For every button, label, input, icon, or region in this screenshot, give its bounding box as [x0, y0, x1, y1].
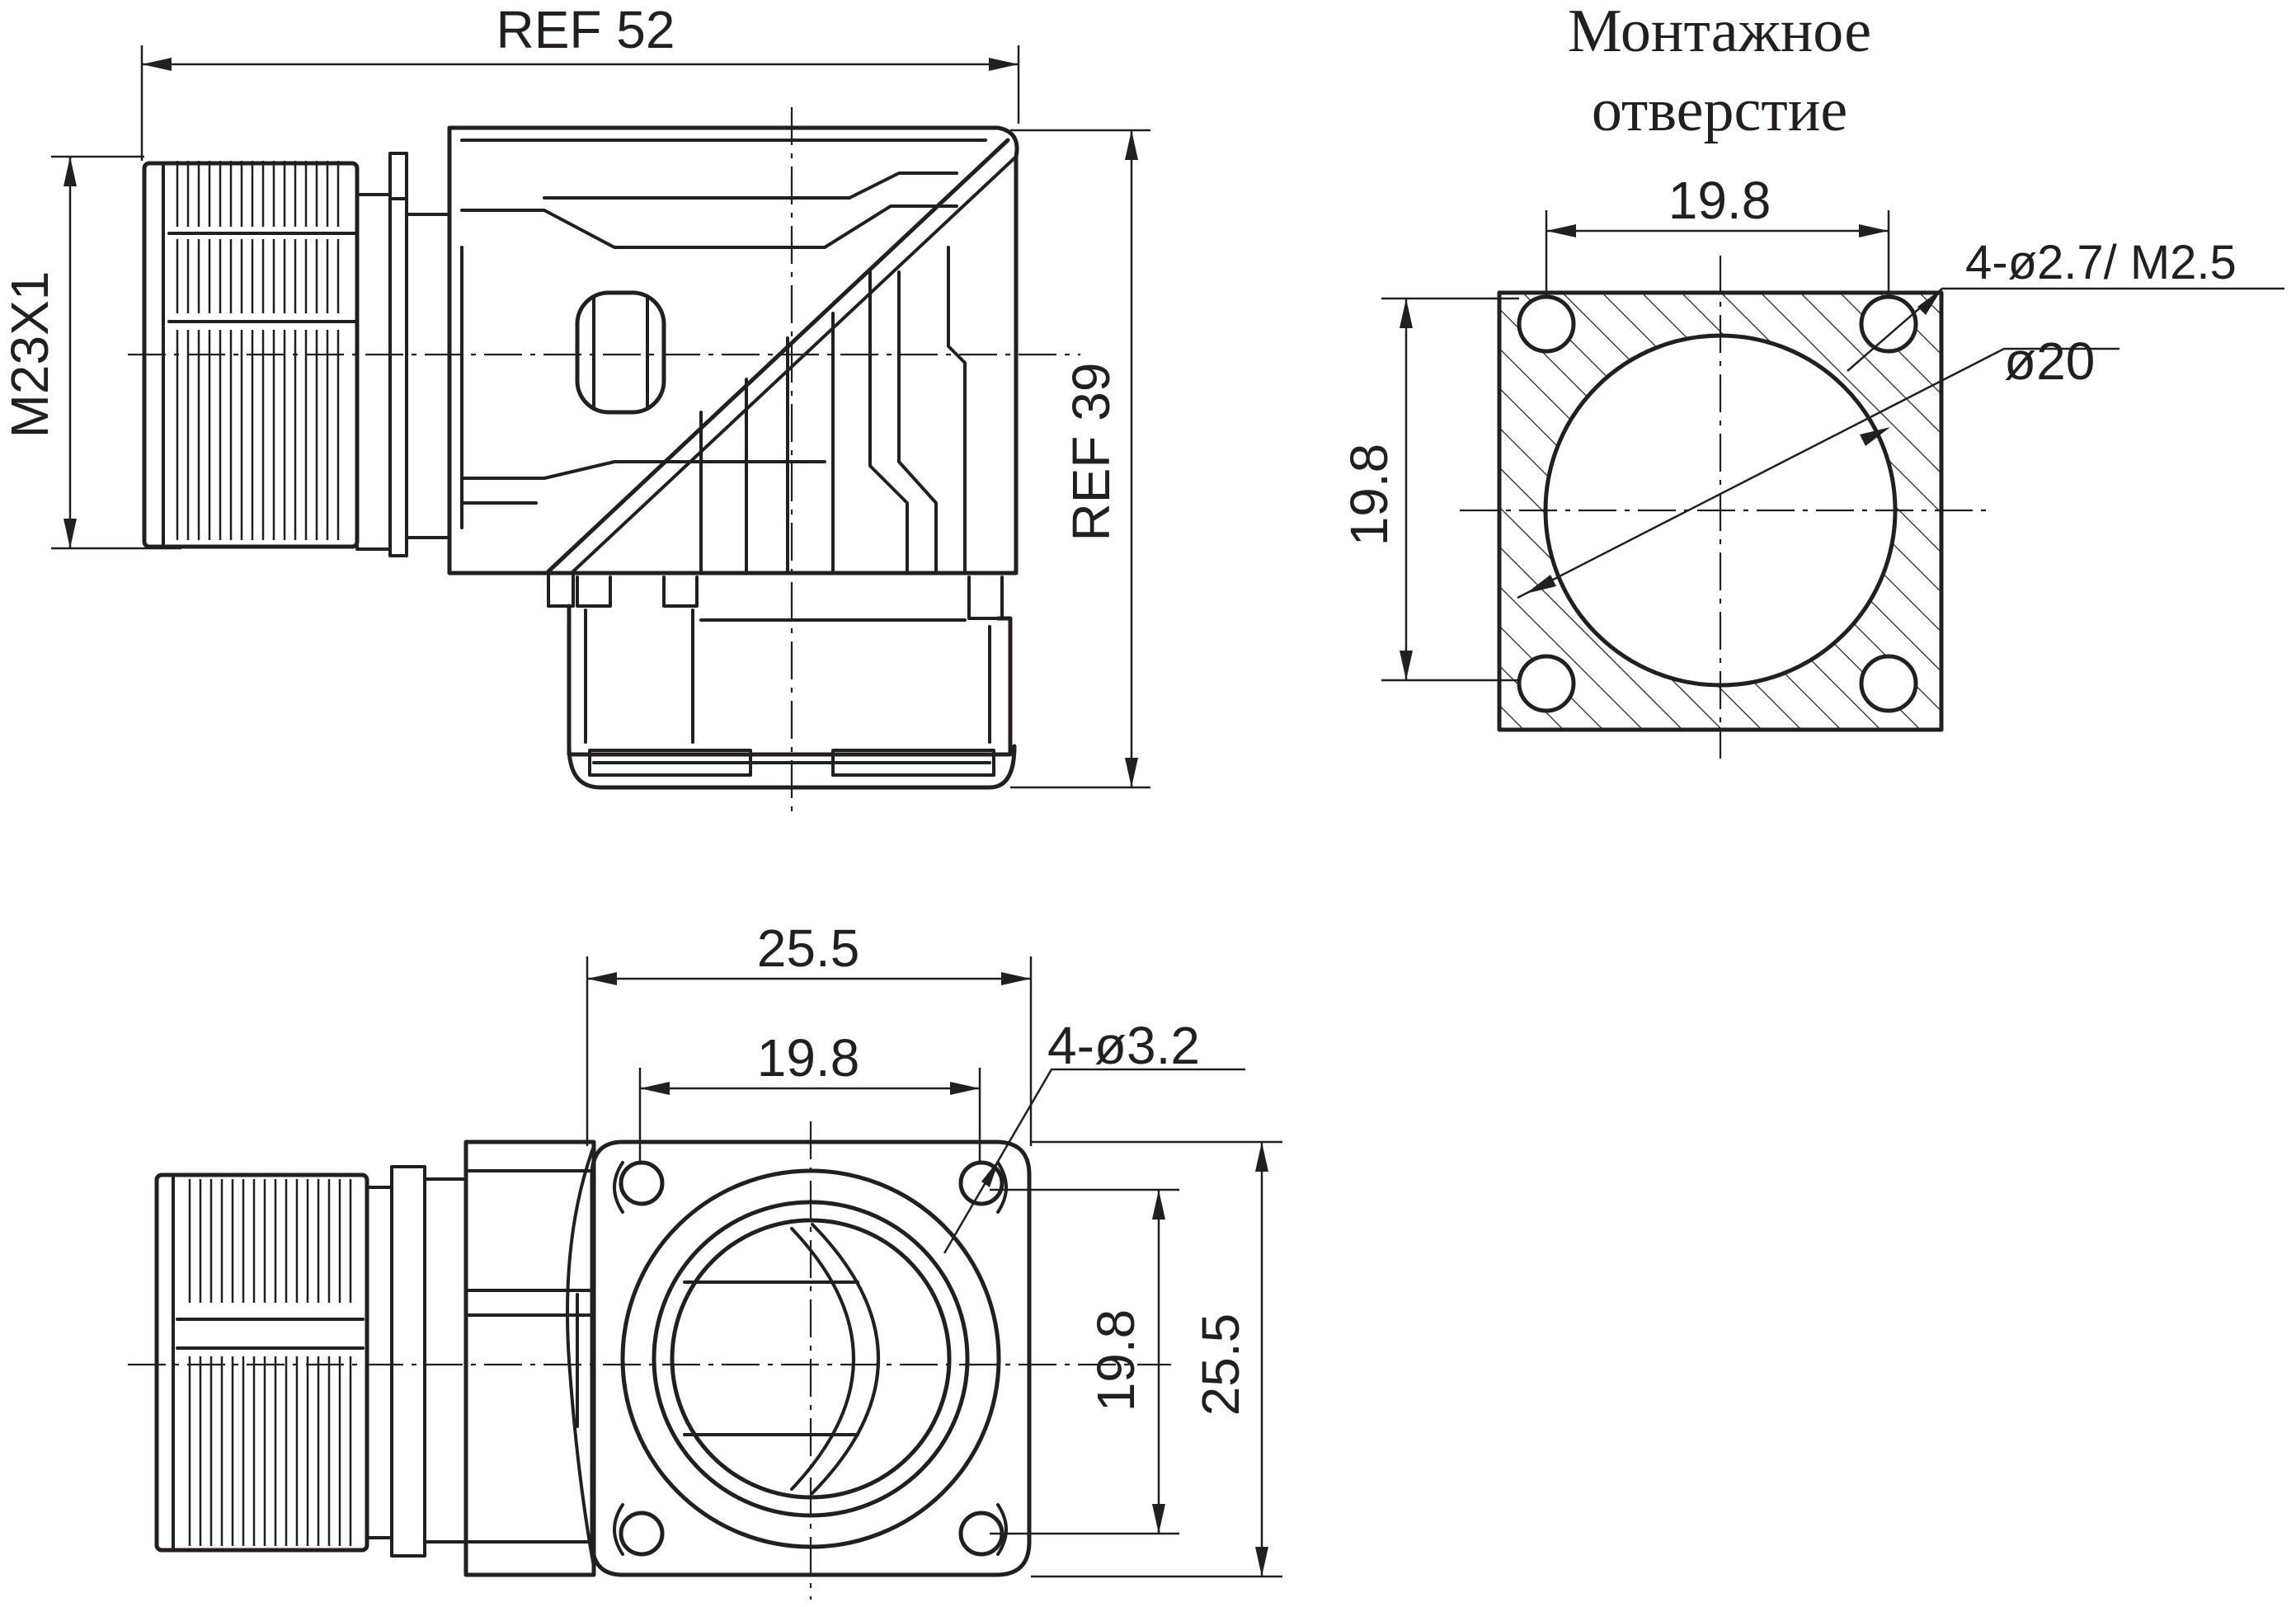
- front-ring: [365, 1165, 468, 1558]
- mount-hole-br: [1859, 654, 1918, 713]
- flange-hole-bl: [619, 1511, 665, 1557]
- mount-holes-label: 4-ø2.7/ M2.5: [1965, 236, 2237, 289]
- flange-pitch-h-dimension: 19.8: [638, 1028, 981, 1163]
- mount-pitch-v-dimension: 19.8: [1339, 297, 1519, 682]
- ref52-dimension: REF 52: [142, 0, 1019, 71]
- flange-width-label: 25.5: [757, 919, 860, 978]
- mount-hole-tr: [1859, 294, 1918, 354]
- flange-pitch-v-label: 19.8: [1086, 1309, 1146, 1412]
- flange-holes-callout: 4-ø3.2: [943, 1016, 1245, 1254]
- flange-height-dimension: 25.5: [1031, 1140, 1282, 1578]
- elbow-body: [447, 125, 1019, 608]
- mounting-title-line1: Монтажное: [1568, 0, 1871, 65]
- flange-pitch-v-dimension: 19.8: [990, 1188, 1179, 1535]
- front-flange: [576, 1139, 1032, 1577]
- thread-label: M23X1: [0, 271, 59, 439]
- ref39-label: REF 39: [1061, 363, 1121, 542]
- mount-pitch-h-dimension: 19.8: [1545, 171, 1890, 297]
- thread-dimension: M23X1: [0, 155, 181, 550]
- ref52-label: REF 52: [496, 0, 675, 59]
- flange-hole-tl: [619, 1160, 665, 1206]
- flange-holes-label: 4-ø3.2: [1047, 1016, 1200, 1075]
- mount-holes-callout: 4-ø2.7/ M2.5: [1847, 236, 2284, 372]
- flange-width-dimension: 25.5: [586, 919, 1033, 1146]
- flange-hole-tr: [958, 1160, 1004, 1206]
- mounting-title-line2: отверстие: [1592, 77, 1847, 144]
- ref39-dimension: REF 39: [1010, 129, 1150, 789]
- flange-pitch-h-label: 19.8: [757, 1028, 860, 1088]
- thread-ridges-mid: [176, 239, 340, 313]
- side-view: REF 52 M23X1 REF 39: [0, 0, 1150, 812]
- bore-callout: ø20: [1517, 331, 2120, 599]
- flange-height-label: 25.5: [1191, 1313, 1250, 1417]
- bore-label: ø20: [2004, 331, 2095, 391]
- body-window: [575, 290, 666, 415]
- thread-ridges-bottom: [176, 330, 340, 540]
- front-view: 25.5 19.8 4-ø3.2 19.8: [128, 919, 1282, 1600]
- mount-pitch-v-label: 19.8: [1339, 444, 1399, 547]
- threaded-nut: [142, 161, 360, 549]
- mount-hole-bl: [1517, 654, 1576, 713]
- mount-pitch-h-label: 19.8: [1668, 171, 1771, 230]
- mount-hole-tl: [1517, 294, 1576, 354]
- front-nut: [154, 1172, 369, 1553]
- thread-ridges-top: [176, 161, 340, 227]
- front-body: [463, 1139, 596, 1577]
- mounting-hole-view: Монтажное отверстие 19.8: [1339, 0, 2284, 759]
